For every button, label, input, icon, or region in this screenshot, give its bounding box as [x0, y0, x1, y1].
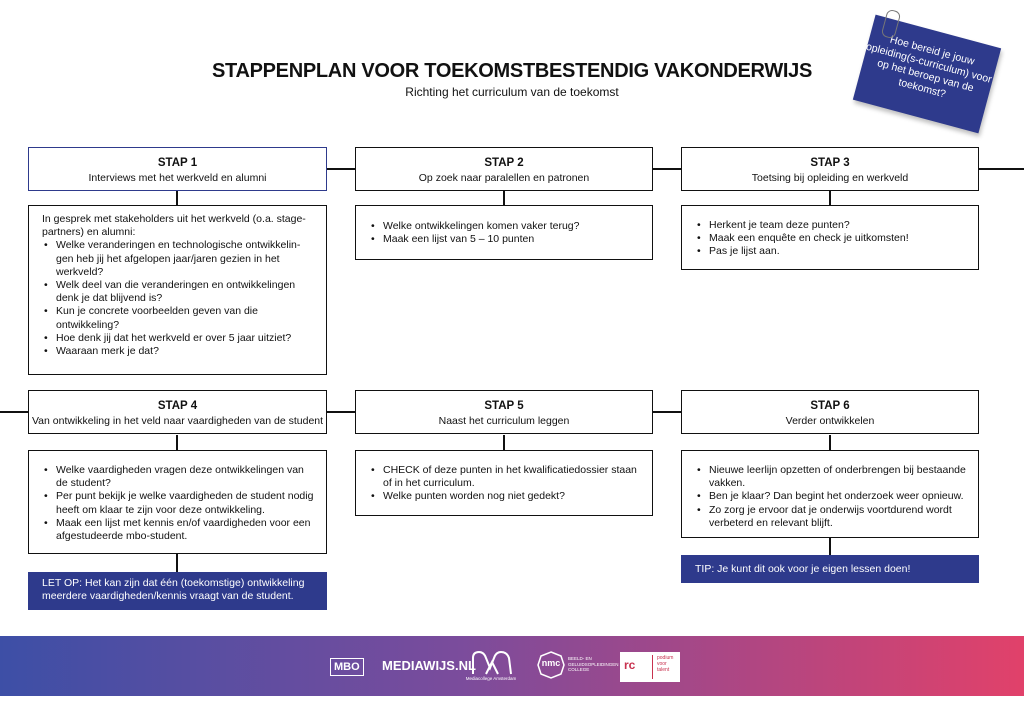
- list-item: Per punt bekijk je welke vaardigheden de…: [44, 490, 314, 516]
- step-6-title: Verder ontwikkelen: [785, 415, 875, 427]
- step-1-number: STAP 1: [157, 157, 198, 169]
- step-5-header: STAP 5 Naast het curriculum leggen: [355, 390, 653, 434]
- mbo-logo: MBO: [330, 658, 364, 676]
- connector-line: [0, 411, 28, 413]
- connector-line: [176, 435, 178, 450]
- step-6-content: Nieuwe leerlijn opzetten of onderbrengen…: [681, 450, 979, 538]
- step-5-number: STAP 5: [484, 400, 524, 412]
- step-2-content: Welke ontwikkelingen komen vaker terug? …: [355, 205, 653, 260]
- nmc-logo-icon: [537, 651, 565, 679]
- page-subtitle: Richting het curriculum van de toekomst: [405, 85, 619, 99]
- step-6-callout: TIP: Je kunt dit ook voor je eigen lesse…: [681, 555, 979, 583]
- step-2-title: Op zoek naar paralellen en patronen: [418, 172, 590, 184]
- connector-line: [176, 191, 178, 205]
- list-item: Welke punten worden nog niet gedekt?: [371, 490, 640, 503]
- step-6-number: STAP 6: [810, 400, 850, 412]
- step-2-list: Welke ontwikkelingen komen vaker terug? …: [369, 220, 640, 247]
- list-item: Pas je lijst aan.: [697, 245, 966, 258]
- mediawijs-logo: MEDIAWIJS.NL: [382, 658, 476, 673]
- connector-line: [503, 435, 505, 450]
- list-item: Maak een enquête en check je uitkomsten!: [697, 232, 966, 245]
- rc-logo-text: rc: [624, 658, 636, 672]
- step-3-content: Herkent je team deze punten? Maak een en…: [681, 205, 979, 270]
- rc-logo-subtext: podium voor talent: [657, 655, 674, 673]
- mediacollege-logo-icon: [472, 650, 512, 675]
- step-4-header: STAP 4 Van ontwikkeling in het veld naar…: [28, 390, 327, 434]
- connector-line: [829, 538, 831, 555]
- step-5-content: CHECK of deze punten in het kwalificatie…: [355, 450, 653, 516]
- list-item: Welke veranderingen en technologische on…: [44, 239, 314, 279]
- mediacollege-logo-text: Mediacollege Amsterdam: [465, 676, 517, 681]
- step-5-list: CHECK of deze punten in het kwalificatie…: [369, 464, 640, 504]
- rc-logo: [620, 652, 680, 682]
- connector-line: [829, 191, 831, 205]
- list-item: Ben je klaar? Dan begint het onderzoek w…: [697, 490, 966, 503]
- connector-line: [503, 191, 505, 205]
- connector-line: [979, 168, 1024, 170]
- step-1-title: Interviews met het werkveld en alumni: [88, 172, 267, 184]
- list-item: Maak een lijst van 5 – 10 punten: [371, 233, 640, 246]
- step-6-header: STAP 6 Verder ontwikkelen: [681, 390, 979, 434]
- step-1-content: In gesprek met stakeholders uit het werk…: [28, 205, 327, 375]
- page-title: STAPPENPLAN VOOR TOEKOMSTBESTENDIG VAKON…: [211, 60, 813, 82]
- list-item: Zo zorg je ervoor dat je onderwijs voort…: [697, 504, 966, 530]
- connector-line: [653, 411, 681, 413]
- connector-line: [327, 411, 355, 413]
- step-5-title: Naast het curriculum leggen: [438, 415, 570, 427]
- list-item: Waaraan merk je dat?: [44, 345, 314, 358]
- step-4-content: Welke vaardigheden vragen deze ontwikkel…: [28, 450, 327, 554]
- step-4-callout: LET OP: Het kan zijn dat één (toekomstig…: [28, 572, 327, 610]
- step-2-header: STAP 2 Op zoek naar paralellen en patron…: [355, 147, 653, 191]
- step-4-title: Van ontwikkeling in het veld naar vaardi…: [31, 415, 324, 427]
- connector-line: [327, 168, 355, 170]
- step-6-list: Nieuwe leerlijn opzetten of onderbrengen…: [695, 464, 966, 530]
- connector-line: [176, 554, 178, 572]
- list-item: Welke vaardigheden vragen deze ontwikkel…: [44, 464, 314, 490]
- list-item: Hoe denk jij dat het werkveld er over 5 …: [44, 332, 314, 345]
- list-item: CHECK of deze punten in het kwalificatie…: [371, 464, 640, 490]
- rc-divider: [652, 655, 653, 679]
- footer-bar: [0, 636, 1024, 696]
- nmc-logo-subtext: BEELD- EN GELUIDSOPLEIDINGEN COLLEGE: [568, 656, 619, 672]
- connector-line: [829, 435, 831, 450]
- step-3-list: Herkent je team deze punten? Maak een en…: [695, 219, 966, 259]
- step-2-number: STAP 2: [484, 157, 524, 169]
- step-3-title: Toetsing bij opleiding en werkveld: [751, 172, 909, 184]
- list-item: Nieuwe leerlijn opzetten of onderbrengen…: [697, 464, 966, 490]
- step-1-list: Welke veranderingen en technologische on…: [42, 239, 314, 358]
- list-item: Kun je concrete voorbeelden geven van di…: [44, 305, 314, 331]
- step-1-intro: In gesprek met stakeholders uit het werk…: [42, 213, 306, 239]
- list-item: Welk deel van die veranderingen en ontwi…: [44, 279, 314, 305]
- step-1-header: STAP 1 Interviews met het werkveld en al…: [28, 147, 327, 191]
- nmc-logo-text: nmc: [541, 658, 561, 668]
- connector-line: [653, 168, 681, 170]
- step-4-list: Welke vaardigheden vragen deze ontwikkel…: [42, 464, 314, 543]
- list-item: Maak een lijst met kennis en/of vaardigh…: [44, 517, 314, 543]
- list-item: Herkent je team deze punten?: [697, 219, 966, 232]
- step-4-number: STAP 4: [157, 400, 198, 412]
- step-3-header: STAP 3 Toetsing bij opleiding en werkvel…: [681, 147, 979, 191]
- list-item: Welke ontwikkelingen komen vaker terug?: [371, 220, 640, 233]
- step-3-number: STAP 3: [810, 157, 850, 169]
